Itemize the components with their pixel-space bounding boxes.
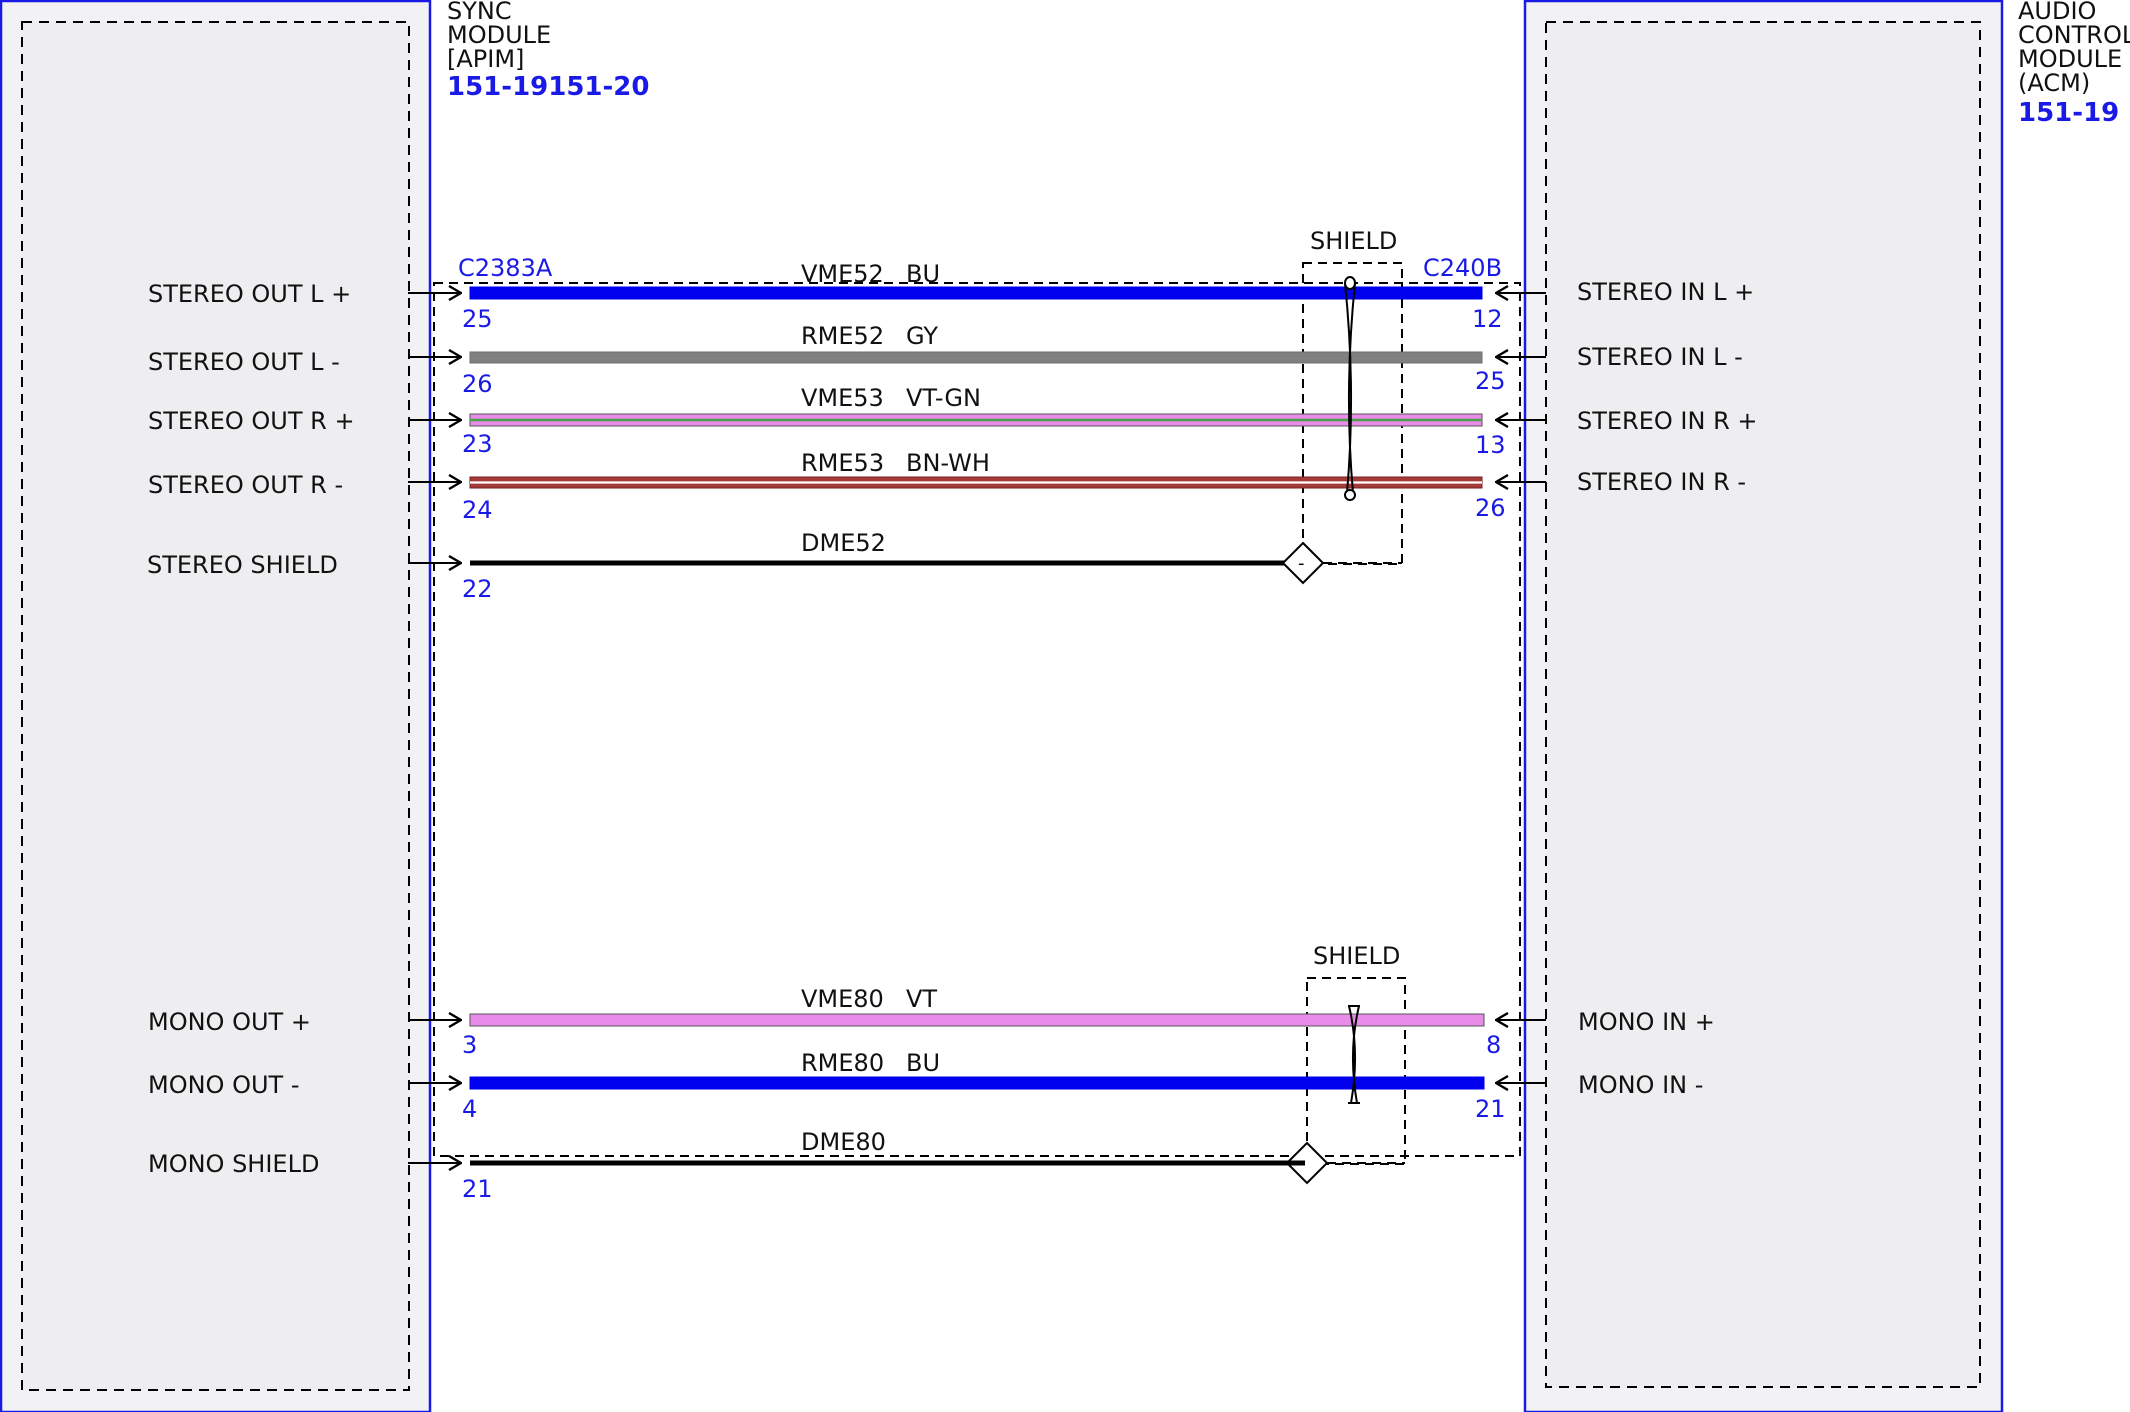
wire-circuit-label: RME53 — [801, 449, 884, 477]
wire-vme80: MONO OUT + 3 VME80 VT 8 MONO IN + — [148, 985, 1715, 1059]
wire-color-label: VT — [906, 985, 937, 1013]
right-pin-number: 13 — [1475, 431, 1506, 459]
right-signal-label: STEREO IN L + — [1577, 278, 1754, 306]
shield-2-twist-marker — [1348, 1005, 1360, 1104]
shield-2-drain-splice — [1285, 1141, 1329, 1185]
left-signal-label: MONO OUT + — [148, 1008, 311, 1036]
wire-color-label: BU — [906, 260, 940, 288]
shield-1-drain-splice — [1281, 541, 1325, 585]
right-signal-label: STEREO IN R - — [1577, 468, 1746, 496]
right-signal-label: MONO IN - — [1578, 1071, 1703, 1099]
right-signal-label: STEREO IN R + — [1577, 407, 1758, 435]
sync-module-title-line-1: SYNC — [447, 0, 512, 25]
wire-circuit-label: RME52 — [801, 322, 884, 350]
left-pin-number: 4 — [462, 1095, 477, 1123]
wire-color-label: VT-GN — [906, 384, 981, 412]
connector-c2383a-label: C2383A — [458, 254, 553, 282]
left-pin-number: 22 — [462, 575, 493, 603]
wire-circuit-label: DME80 — [801, 1128, 886, 1156]
shield-1-drain-splice-mark: - — [1298, 553, 1305, 574]
acm-title-line-4: (ACM) — [2018, 69, 2090, 97]
right-pin-number: 21 — [1475, 1095, 1506, 1123]
left-signal-label: MONO SHIELD — [148, 1150, 319, 1178]
wire-body — [469, 1013, 1485, 1027]
right-pin-number: 26 — [1475, 494, 1506, 522]
left-pin-number: 3 — [462, 1031, 477, 1059]
acm-inner-box — [1545, 21, 1981, 1388]
shield-1-twist — [1344, 276, 1356, 501]
shield-1-twist-top — [1344, 276, 1356, 290]
wire-dme52: STEREO SHIELD 22 DME52 - — [147, 529, 1402, 603]
shield-2-box — [1306, 977, 1406, 1165]
acm-title-line-2: CONTROL — [2018, 21, 2130, 49]
acm-title-line-3: MODULE — [2018, 45, 2122, 73]
wire-color-label: BN-WH — [906, 449, 990, 477]
left-signal-label: STEREO SHIELD — [147, 551, 338, 579]
sync-module: SYNC MODULE [APIM] 151-19151-20 — [0, 0, 650, 1412]
wire-rme53: STEREO OUT R - 24 RME53 BN-WH 26 STEREO … — [148, 449, 1746, 524]
left-signal-label: STEREO OUT R - — [148, 471, 343, 499]
wire-circuit-label: RME80 — [801, 1049, 884, 1077]
shield-2-twist — [1348, 1005, 1360, 1104]
wire-circuit-label: VME52 — [801, 260, 884, 288]
shield-2: SHIELD — [1306, 942, 1406, 1165]
left-pin-number: 24 — [462, 496, 493, 524]
left-pin-number: 21 — [462, 1175, 493, 1203]
shield-1-twist-bottom — [1344, 489, 1356, 501]
right-pin-number: 25 — [1475, 367, 1506, 395]
wire-rme80: MONO OUT - 4 RME80 BU 21 MONO IN - — [148, 1049, 1703, 1123]
wire-circuit-label: DME52 — [801, 529, 886, 557]
connector-c240b-label: C240B — [1423, 254, 1502, 282]
sync-module-title-line-2: MODULE — [447, 21, 551, 49]
wire-color-label: GY — [906, 322, 938, 350]
wire-body — [469, 286, 1483, 300]
left-signal-label: MONO OUT - — [148, 1071, 299, 1099]
acm-ref: 151-19 — [2018, 98, 2119, 128]
left-pin-number: 25 — [462, 305, 493, 333]
wire-body — [469, 351, 1483, 364]
shield-1-label: SHIELD — [1310, 227, 1397, 255]
left-pin-number: 26 — [462, 370, 493, 398]
wire-circuit-label: VME80 — [801, 985, 884, 1013]
left-signal-label: STEREO OUT L + — [148, 280, 351, 308]
left-signal-label: STEREO OUT R + — [148, 407, 355, 435]
left-pin-number: 23 — [462, 430, 493, 458]
sync-module-ref: 151-19151-20 — [447, 72, 650, 102]
wire-body — [469, 1076, 1485, 1090]
sync-module-inner-box — [21, 21, 410, 1391]
right-signal-label: MONO IN + — [1578, 1008, 1715, 1036]
wire-circuit-label: VME53 — [801, 384, 884, 412]
shield-1-twist-marker — [1344, 282, 1356, 494]
right-pin-number: 12 — [1472, 305, 1503, 333]
wire-vme53: STEREO OUT R + 23 VME53 VT-GN 13 STEREO … — [148, 384, 1758, 459]
right-pin-number: 8 — [1486, 1031, 1501, 1059]
wire-rme52: STEREO OUT L - 26 RME52 GY 25 STEREO IN … — [148, 322, 1743, 398]
right-signal-label: STEREO IN L - — [1577, 343, 1743, 371]
acm-title-line-1: AUDIO — [2018, 0, 2096, 25]
wire-dme80: MONO SHIELD 21 DME80 — [148, 1128, 1405, 1203]
sync-module-title-line-3: [APIM] — [447, 45, 524, 73]
wire-vme52: STEREO OUT L + 25 VME52 BU 12 STEREO IN … — [148, 260, 1754, 333]
left-signal-label: STEREO OUT L - — [148, 348, 340, 376]
wire-color-label: BU — [906, 1049, 940, 1077]
shield-2-label: SHIELD — [1313, 942, 1400, 970]
audio-control-module: AUDIO CONTROL MODULE (ACM) 151-19 — [1523, 0, 2130, 1412]
connector-c2383a-outline — [433, 282, 1521, 1157]
